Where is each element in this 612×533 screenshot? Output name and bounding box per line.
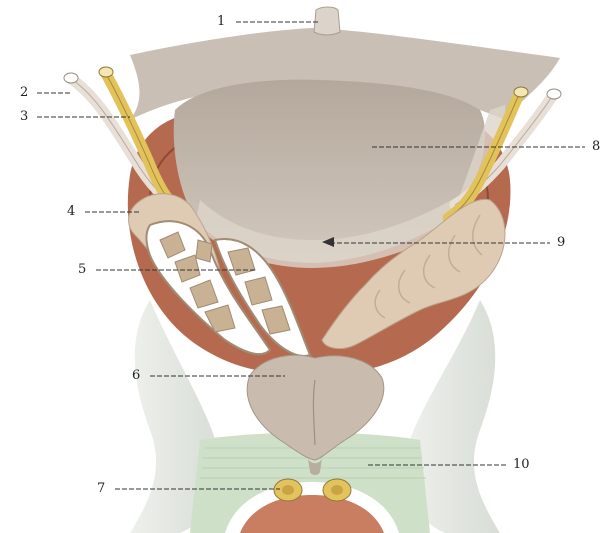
label-1: 1 xyxy=(217,15,225,28)
label-4: 4 xyxy=(67,205,75,218)
label-2: 2 xyxy=(20,86,28,99)
label-3: 3 xyxy=(20,110,28,123)
label-5: 5 xyxy=(78,263,86,276)
label-9: 9 xyxy=(557,236,565,249)
label-7: 7 xyxy=(97,482,105,495)
label-8: 8 xyxy=(592,140,600,153)
label-6: 6 xyxy=(132,369,140,382)
urachus xyxy=(314,7,340,35)
label-10: 10 xyxy=(513,458,530,471)
